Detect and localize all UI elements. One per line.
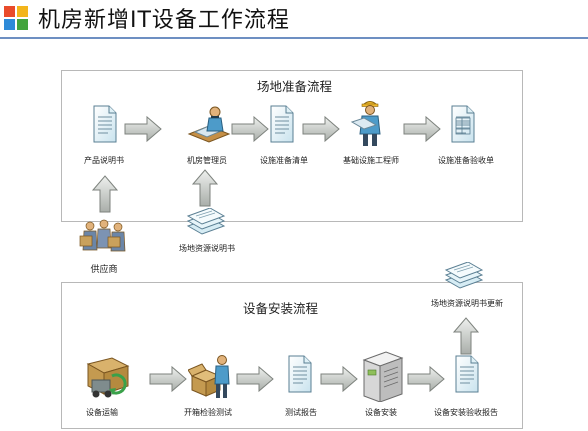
arrow-up-icon	[92, 175, 118, 213]
node-label: 设备安装	[365, 408, 397, 417]
form-document-icon	[451, 105, 475, 143]
arrow-right-icon	[407, 366, 445, 392]
node-label: 产品说明书	[84, 156, 124, 165]
install-title: 设备安装流程	[243, 301, 319, 316]
arrow-right-icon	[302, 116, 340, 142]
document-stack-icon	[445, 262, 483, 289]
document-icon	[270, 105, 294, 143]
server-icon	[362, 351, 404, 402]
site-prep-panel	[61, 70, 523, 222]
supplier-people-icon	[79, 219, 126, 252]
arrow-right-icon	[149, 366, 187, 392]
arrow-up-icon	[192, 169, 218, 207]
node-label: 机房管理员	[187, 156, 227, 165]
arrow-right-icon	[320, 366, 358, 392]
document-icon	[288, 355, 312, 393]
arrow-right-icon	[231, 116, 269, 142]
arrow-right-icon	[236, 366, 274, 392]
update-doc-label: 场地资源说明书更新	[431, 299, 503, 308]
node-label: 基础设施工程师	[343, 156, 399, 165]
site-resource-doc-label: 场地资源说明书	[179, 244, 235, 253]
document-icon	[455, 355, 479, 393]
title-divider	[0, 37, 588, 39]
admin-desk-icon	[187, 106, 231, 143]
node-label: 设施准备清单	[260, 156, 308, 165]
slide-logo-icon	[4, 6, 28, 30]
unboxing-icon	[188, 355, 230, 398]
node-label: 设施准备验收单	[438, 156, 494, 165]
delivery-truck-icon	[86, 357, 130, 398]
arrow-up-icon	[453, 317, 479, 355]
page-title: 机房新增IT设备工作流程	[38, 8, 290, 33]
supplier-label: 供应商	[90, 265, 118, 275]
node-label: 开箱检验测试	[184, 408, 232, 417]
engineer-icon	[350, 101, 381, 146]
site-prep-title: 场地准备流程	[257, 79, 333, 94]
node-label: 设备运输	[86, 408, 118, 417]
arrow-right-icon	[124, 116, 162, 142]
document-stack-icon	[187, 208, 225, 235]
arrow-right-icon	[403, 116, 441, 142]
document-icon	[93, 105, 117, 143]
node-label: 设备安装验收报告	[434, 408, 498, 417]
node-label: 测试报告	[285, 408, 317, 417]
